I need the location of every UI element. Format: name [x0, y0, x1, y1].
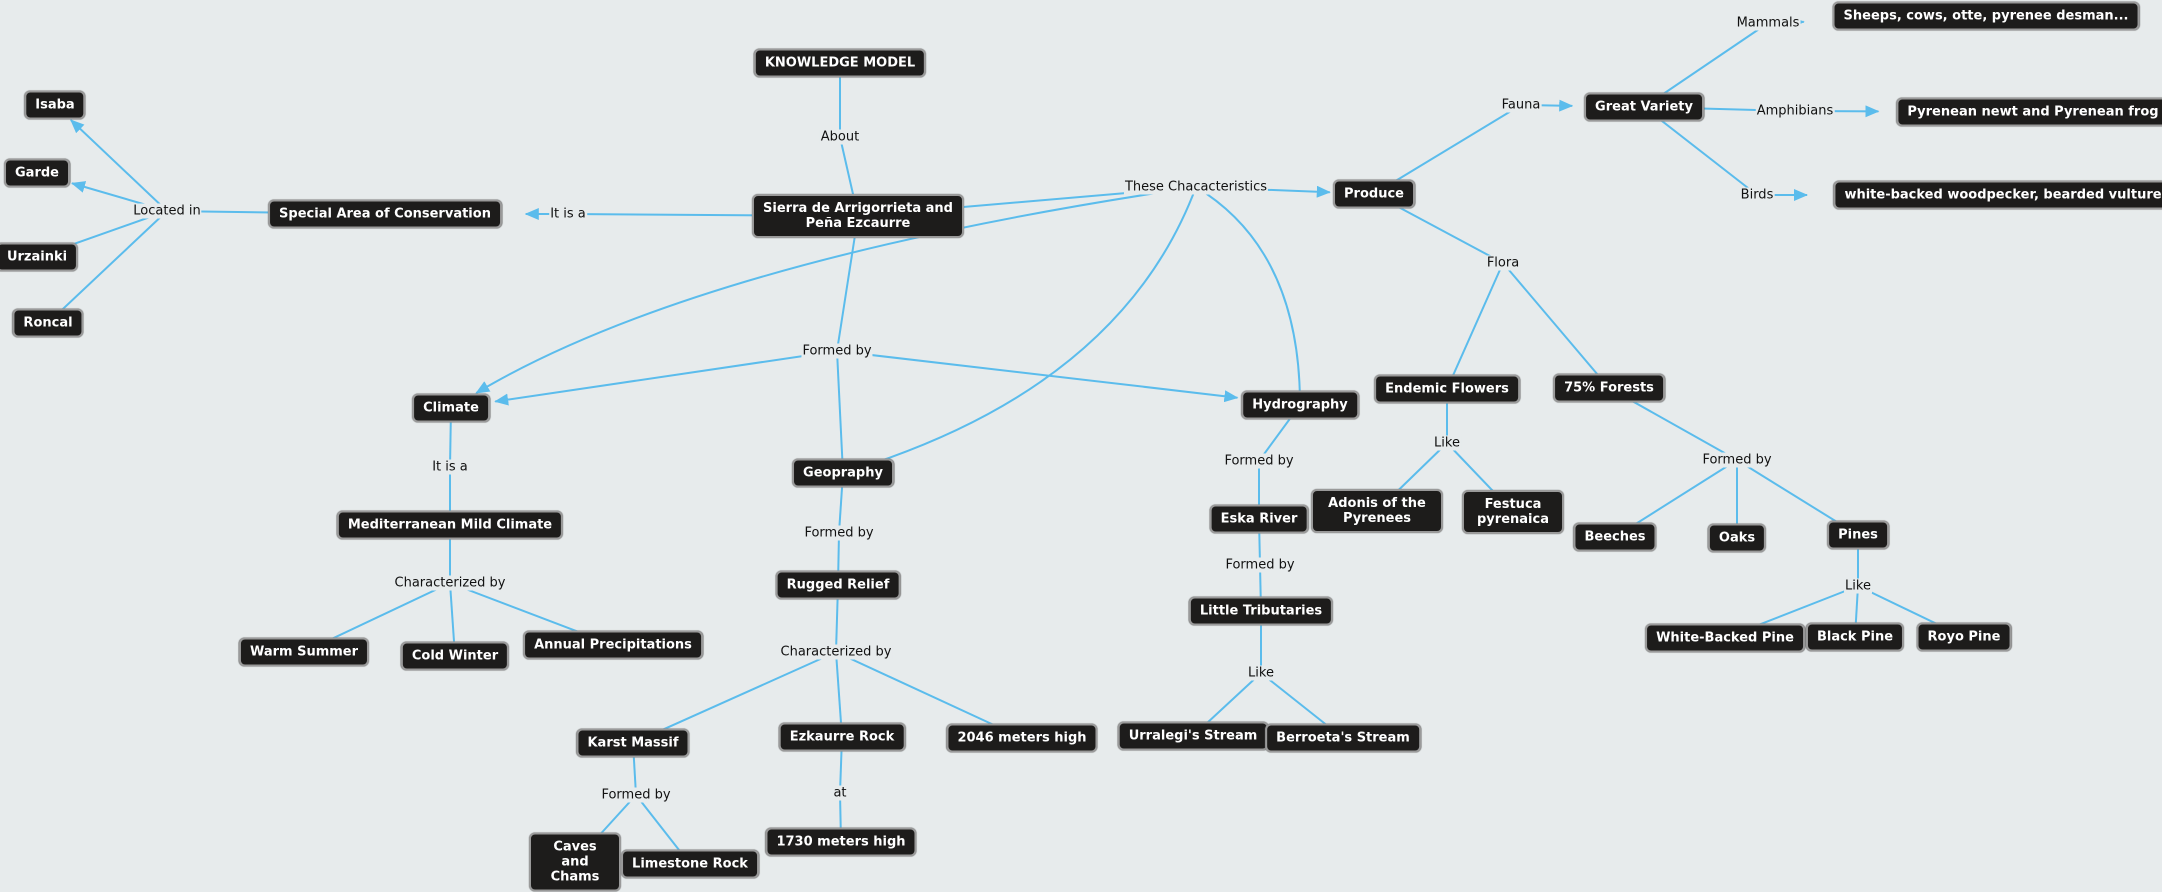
- concept-node-lime[interactable]: Limestone Rock: [621, 850, 759, 879]
- concept-node-festuca[interactable]: Festuca pyrenaica: [1462, 490, 1564, 534]
- concept-node-black[interactable]: Black Pine: [1806, 623, 1904, 652]
- concept-node-km[interactable]: KNOWLEDGE MODEL: [754, 49, 926, 78]
- concept-node-ezk[interactable]: Ezkaurre Rock: [779, 723, 906, 752]
- concept-node-med[interactable]: Mediterranean Mild Climate: [337, 511, 563, 540]
- edge-flora-forests: [1503, 263, 1609, 388]
- concept-node-rugged[interactable]: Rugged Relief: [776, 571, 901, 600]
- concept-node-royo[interactable]: Royo Pine: [1917, 623, 2012, 652]
- link-label-amph: Amphibians: [1756, 104, 1835, 119]
- link-label-formed5: Formed by: [1224, 558, 1295, 573]
- link-label-located: Located in: [132, 204, 201, 219]
- link-label-birdsl: Birds: [1740, 188, 1775, 203]
- edge-formed1-climate: [495, 351, 837, 401]
- link-label-about: About: [820, 130, 860, 145]
- concept-node-oaks[interactable]: Oaks: [1708, 524, 1766, 553]
- edge-formed1-geo: [837, 351, 843, 473]
- link-label-formed4: Formed by: [1223, 454, 1294, 469]
- link-label-like2: Like: [1433, 436, 1461, 451]
- link-label-like3: Like: [1844, 579, 1872, 594]
- link-label-itis1: It is a: [549, 207, 587, 222]
- concept-node-cold[interactable]: Cold Winter: [401, 642, 509, 671]
- concept-node-great[interactable]: Great Variety: [1584, 93, 1704, 122]
- concept-node-produce[interactable]: Produce: [1333, 180, 1415, 209]
- concept-node-caves[interactable]: Caves and Chams: [529, 833, 621, 892]
- link-label-formed6: Formed by: [1701, 453, 1772, 468]
- link-label-flora: Flora: [1486, 256, 1520, 271]
- link-label-char2: Characterized by: [780, 645, 893, 660]
- link-label-itis2: It is a: [431, 460, 469, 475]
- link-label-like1: Like: [1247, 666, 1275, 681]
- link-label-at: at: [832, 786, 847, 801]
- concept-node-roncal[interactable]: Roncal: [12, 309, 83, 338]
- concept-node-hydro[interactable]: Hydrography: [1241, 391, 1359, 420]
- concept-node-little[interactable]: Little Tributaries: [1189, 597, 1333, 626]
- concept-node-newt[interactable]: Pyrenean newt and Pyrenean frog: [1896, 98, 2162, 127]
- concept-node-berr[interactable]: Berroeta's Stream: [1265, 724, 1421, 753]
- concept-node-endemic[interactable]: Endemic Flowers: [1374, 375, 1520, 404]
- concept-node-sierra[interactable]: Sierra de Arrigorrieta and Peña Ezcaurre: [752, 194, 964, 238]
- concept-node-adonis[interactable]: Adonis of the Pyrenees: [1311, 489, 1443, 533]
- concept-node-sheeps[interactable]: Sheeps, cows, otte, pyrenee desman...: [1833, 2, 2140, 31]
- link-label-formed1: Formed by: [801, 344, 872, 359]
- concept-node-sac[interactable]: Special Area of Conservation: [268, 200, 502, 229]
- concept-node-geo[interactable]: Geopraphy: [792, 459, 894, 488]
- edge-flora-endemic: [1447, 263, 1503, 389]
- concept-node-urzainki[interactable]: Urzainki: [0, 243, 78, 272]
- edge-these-hydro: [1196, 187, 1300, 405]
- concept-node-karst[interactable]: Karst Massif: [576, 729, 689, 758]
- link-label-char1: Characterized by: [394, 576, 507, 591]
- concept-node-forests[interactable]: 75% Forests: [1553, 374, 1665, 403]
- concept-node-eska[interactable]: Eska River: [1210, 505, 1309, 534]
- concept-node-wbp[interactable]: White-Backed Pine: [1645, 624, 1805, 653]
- concept-node-beeches[interactable]: Beeches: [1573, 523, 1656, 552]
- concept-node-warm[interactable]: Warm Summer: [239, 638, 369, 667]
- concept-node-annual[interactable]: Annual Precipitations: [523, 631, 703, 660]
- concept-node-pines[interactable]: Pines: [1827, 521, 1889, 550]
- concept-node-climate[interactable]: Climate: [412, 394, 490, 423]
- concept-node-birds[interactable]: white-backed woodpecker, bearded vulture: [1833, 181, 2162, 210]
- concept-node-urr[interactable]: Urralegi's Stream: [1118, 722, 1269, 751]
- link-label-mammals: Mammals: [1736, 16, 1801, 31]
- concept-node-m2046[interactable]: 2046 meters high: [946, 724, 1097, 753]
- link-label-fauna: Fauna: [1501, 98, 1542, 113]
- concept-node-m1730[interactable]: 1730 meters high: [765, 828, 916, 857]
- edge-formed1-hydro: [837, 351, 1237, 398]
- concept-node-isaba[interactable]: Isaba: [24, 91, 85, 120]
- link-label-formed2: Formed by: [803, 526, 874, 541]
- concept-node-garde[interactable]: Garde: [4, 159, 70, 188]
- link-label-these: These Chacacteristics: [1124, 180, 1268, 195]
- link-label-formed3: Formed by: [600, 788, 671, 803]
